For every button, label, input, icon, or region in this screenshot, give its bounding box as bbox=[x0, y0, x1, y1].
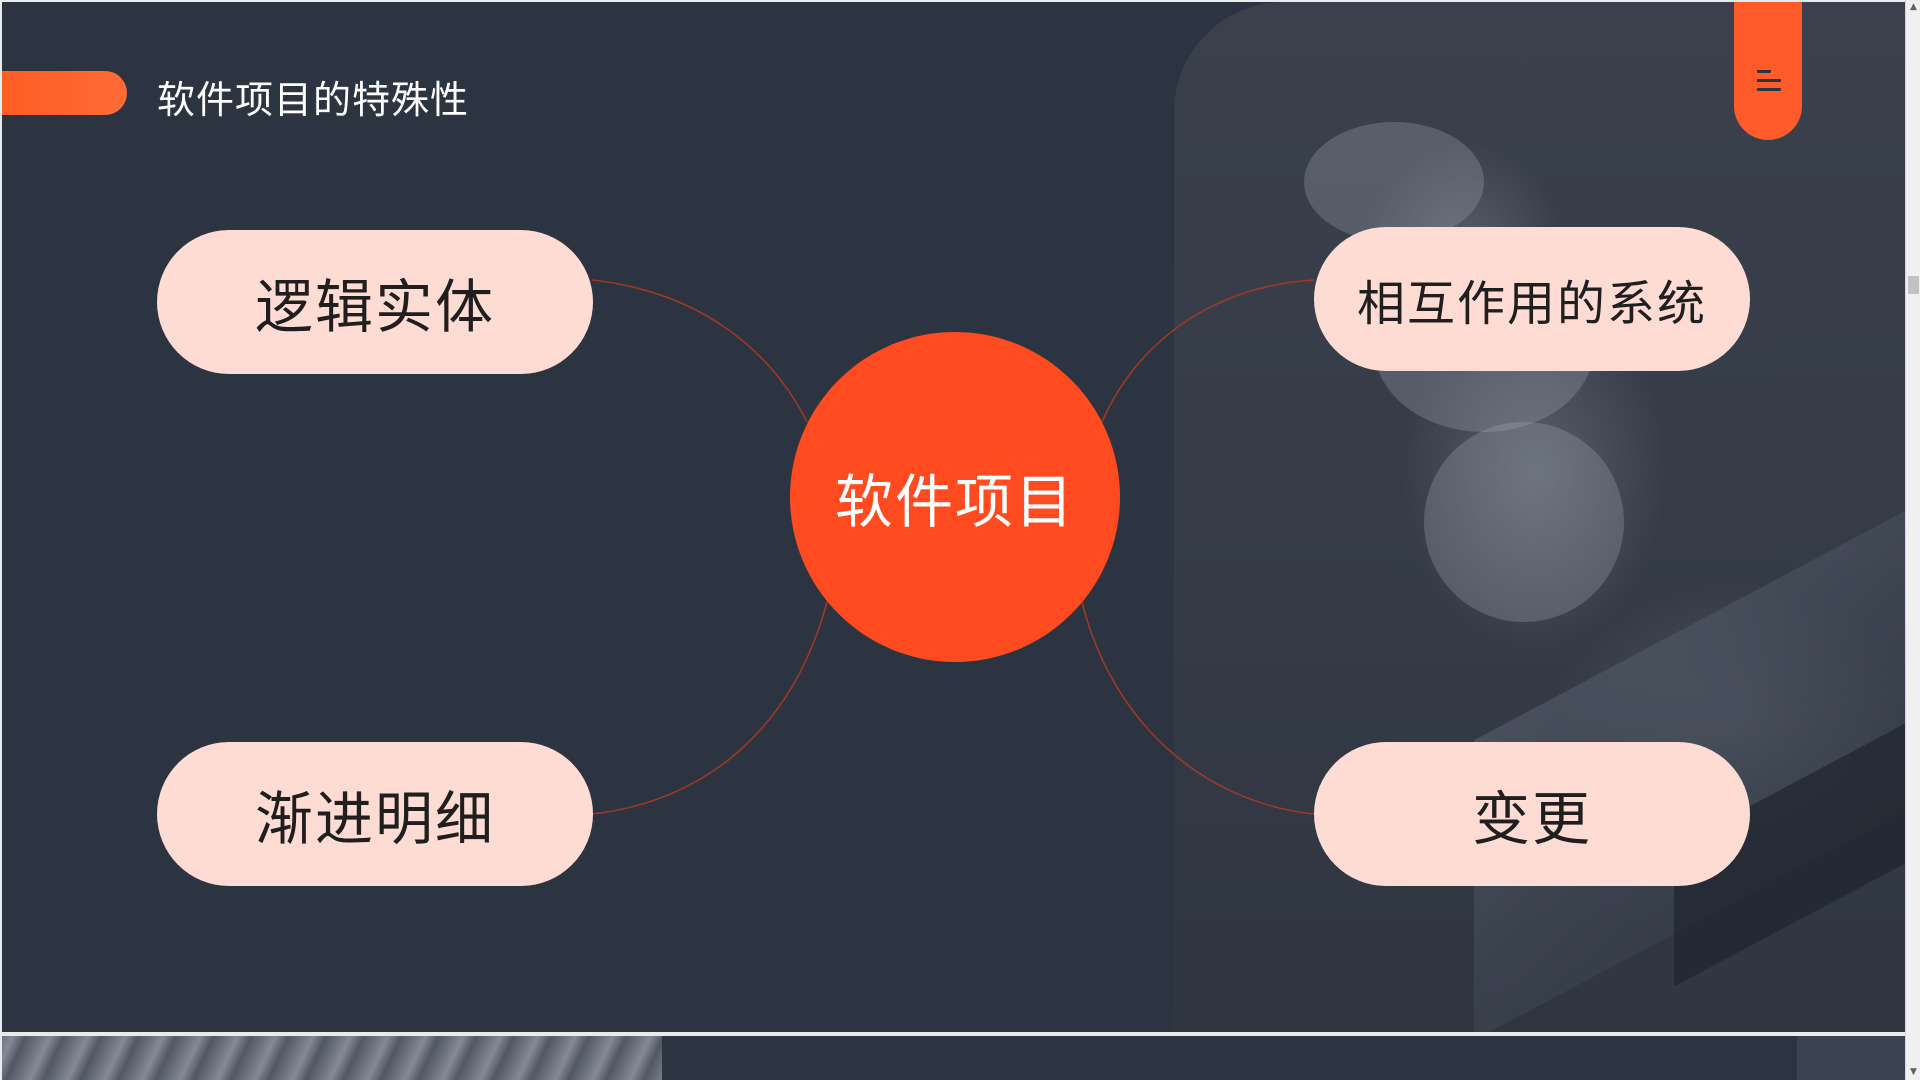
scroll-down-arrow-icon[interactable]: ▼ bbox=[1910, 1067, 1917, 1077]
menu-button[interactable] bbox=[1734, 2, 1802, 140]
title-accent-pill bbox=[2, 71, 127, 115]
slide-title: 软件项目的特殊性 bbox=[157, 78, 470, 122]
node-interacting-system[interactable]: 相互作用的系统 bbox=[1314, 227, 1750, 371]
node-progressive-elaboration[interactable]: 渐进明细 bbox=[157, 742, 593, 886]
scroll-up-arrow-icon[interactable]: ▲ bbox=[1910, 2, 1917, 12]
connector-top-left bbox=[591, 279, 808, 423]
vertical-scrollbar[interactable]: ▲ ▼ bbox=[1905, 0, 1920, 1080]
slide: 软件项目的特殊性 软件项目 逻辑实体 相互作用的系统 渐进明细 变更 bbox=[2, 2, 1905, 1032]
next-slide-preview[interactable] bbox=[2, 1036, 1905, 1080]
node-logical-entity[interactable]: 逻辑实体 bbox=[157, 230, 593, 374]
scrollbar-thumb[interactable] bbox=[1908, 276, 1919, 294]
connector-lines bbox=[591, 279, 1315, 815]
center-node[interactable]: 软件项目 bbox=[790, 332, 1120, 662]
next-slide-image bbox=[2, 1036, 662, 1080]
menu-icon bbox=[1757, 70, 1781, 92]
next-slide-image-right bbox=[1797, 1036, 1905, 1080]
node-change[interactable]: 变更 bbox=[1314, 742, 1750, 886]
connector-top-right bbox=[1101, 279, 1315, 423]
connector-bottom-left bbox=[591, 601, 828, 815]
connector-bottom-right bbox=[1081, 601, 1315, 815]
